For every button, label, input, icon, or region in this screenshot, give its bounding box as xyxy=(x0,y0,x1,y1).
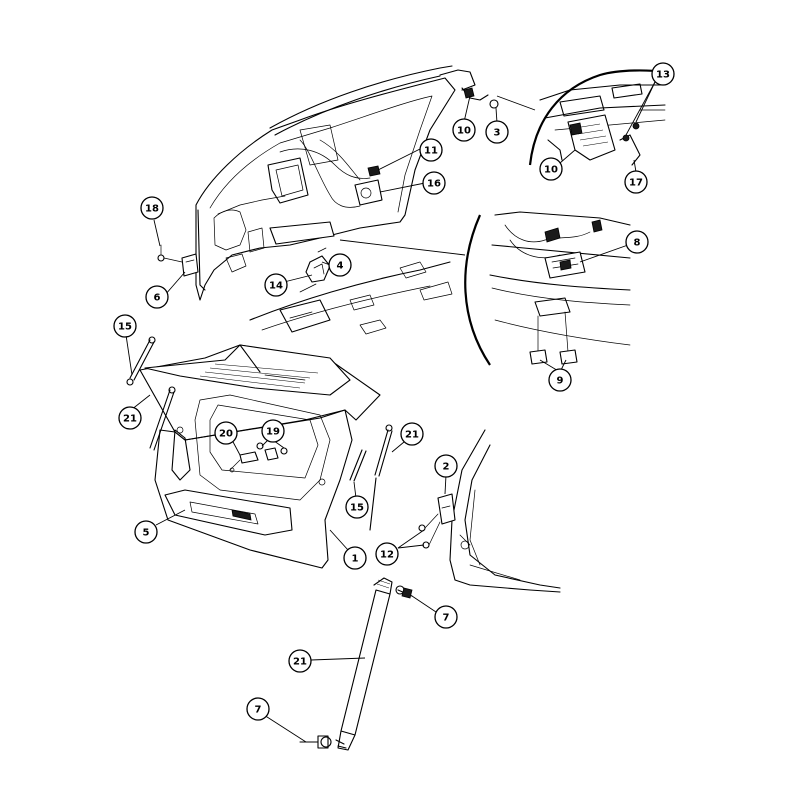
callout-number: 13 xyxy=(656,70,670,81)
callout-c12: 12 xyxy=(375,542,399,566)
callout-circle xyxy=(548,368,572,392)
callout-number: 7 xyxy=(443,613,450,624)
callout-circle xyxy=(485,120,509,144)
callout-number: 11 xyxy=(424,146,438,157)
callout-c7a: 7 xyxy=(434,605,458,629)
callout-c15b: 15 xyxy=(345,495,369,519)
callout-c8: 8 xyxy=(625,230,649,254)
callout-circle xyxy=(400,422,424,446)
callout-c21c: 21 xyxy=(288,649,312,673)
callout-circle xyxy=(345,495,369,519)
callout-number: 15 xyxy=(350,503,364,514)
callout-circle xyxy=(624,170,648,194)
callout-circle xyxy=(140,196,164,220)
callout-circle xyxy=(625,230,649,254)
callout-circle xyxy=(375,542,399,566)
leader-lines xyxy=(125,81,656,743)
callout-number: 16 xyxy=(427,179,441,190)
callout-c21a: 21 xyxy=(118,406,142,430)
callout-c11: 11 xyxy=(419,138,443,162)
callout-number: 3 xyxy=(494,128,501,139)
callout-number: 2 xyxy=(443,462,450,473)
callout-circle xyxy=(261,419,285,443)
callout-number: 9 xyxy=(557,376,564,387)
cargo-floor xyxy=(249,261,453,335)
striker-part xyxy=(299,247,331,293)
hinge-detail-view xyxy=(528,69,666,166)
callout-c2: 2 xyxy=(434,454,458,478)
callout-circle xyxy=(539,157,563,181)
callout-circle xyxy=(246,697,270,721)
callout-c4: 4 xyxy=(328,253,352,277)
detail-pointer-line-top xyxy=(496,95,536,111)
callout-circle xyxy=(145,285,169,309)
callout-c10a: 10 xyxy=(452,118,476,142)
vehicle-rear-opening xyxy=(195,65,499,301)
callout-number: 21 xyxy=(293,657,307,668)
lift-support-strut-left-upper xyxy=(126,336,156,386)
callout-c19: 19 xyxy=(261,419,285,443)
callout-circle xyxy=(452,118,476,142)
callout-c13: 13 xyxy=(651,62,675,86)
callout-circle xyxy=(422,171,446,195)
callout-c10b: 10 xyxy=(539,157,563,181)
callout-number: 20 xyxy=(219,429,233,440)
callout-circle xyxy=(264,273,288,297)
callout-number: 5 xyxy=(143,528,150,539)
callout-number: 10 xyxy=(457,126,471,137)
callout-number: 6 xyxy=(154,293,161,304)
lift-support-strut-left-lower xyxy=(149,386,176,451)
callout-c5: 5 xyxy=(134,520,158,544)
d-pillar-section xyxy=(418,429,561,593)
callout-c14: 14 xyxy=(264,273,288,297)
liftgate-panel xyxy=(139,344,381,569)
callout-number: 1 xyxy=(352,554,359,565)
callout-c3: 3 xyxy=(485,120,509,144)
callout-number: 15 xyxy=(118,322,132,333)
callout-circle xyxy=(118,406,142,430)
callout-c20: 20 xyxy=(214,421,238,445)
gas-strut-large xyxy=(299,577,413,751)
callout-number: 18 xyxy=(145,204,159,215)
callout-circle xyxy=(328,253,352,277)
callout-number: 7 xyxy=(255,705,262,716)
callout-circle xyxy=(214,421,238,445)
callout-c21b: 21 xyxy=(400,422,424,446)
callout-c17: 17 xyxy=(624,170,648,194)
callout-c7b: 7 xyxy=(246,697,270,721)
callout-c18: 18 xyxy=(140,196,164,220)
callout-circle xyxy=(113,314,137,338)
detail-pointer-line-mid xyxy=(339,239,466,256)
callout-number: 19 xyxy=(266,427,280,438)
callout-circle xyxy=(343,546,367,570)
callout-circle xyxy=(434,605,458,629)
callout-c9: 9 xyxy=(548,368,572,392)
callout-circle xyxy=(134,520,158,544)
callout-c1: 1 xyxy=(343,546,367,570)
lift-support-strut-right-upper xyxy=(374,424,393,477)
callout-number: 17 xyxy=(629,178,643,189)
callout-circle xyxy=(419,138,443,162)
latch-detail-view xyxy=(464,211,631,366)
callout-c15a: 15 xyxy=(113,314,137,338)
callout-number: 12 xyxy=(380,550,394,561)
callout-c6: 6 xyxy=(145,285,169,309)
callout-number: 14 xyxy=(269,281,283,292)
callout-number: 10 xyxy=(544,165,558,176)
callout-number: 8 xyxy=(634,238,641,249)
lift-support-strut-right-lower xyxy=(349,449,377,531)
callout-circle xyxy=(288,649,312,673)
bracket-part xyxy=(157,244,199,277)
callout-number: 21 xyxy=(405,430,419,441)
callout-circle xyxy=(434,454,458,478)
callout-number: 4 xyxy=(337,261,344,272)
callout-c16: 16 xyxy=(422,171,446,195)
callout-number: 21 xyxy=(123,414,137,425)
callout-circle xyxy=(651,62,675,86)
